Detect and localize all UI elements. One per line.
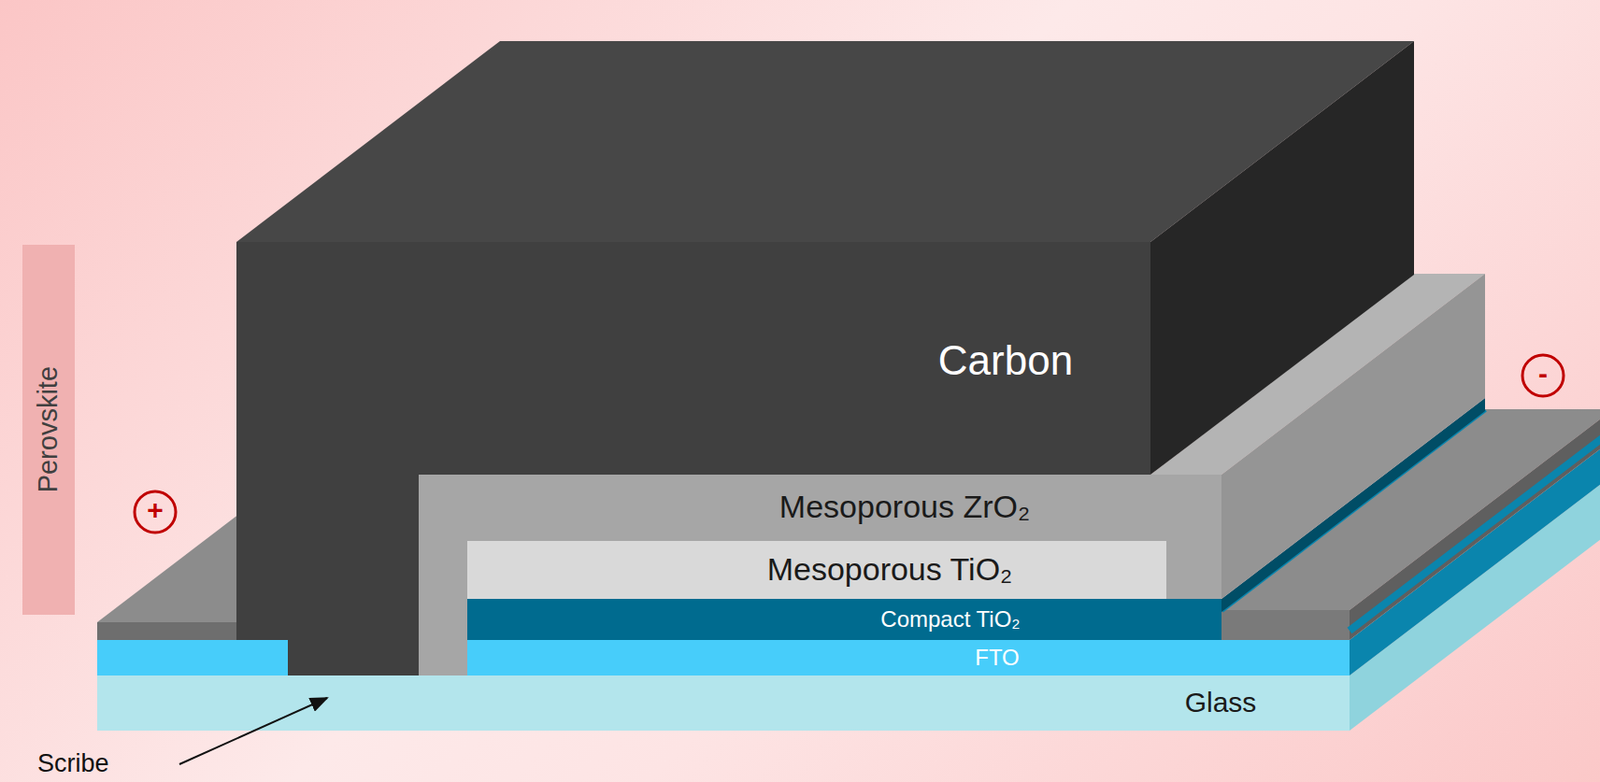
fto-layer: FTO: [967, 642, 1028, 673]
tio2-layer: Mesoporous TiO₂: [759, 549, 1021, 590]
layer-label: -: [1538, 357, 1548, 391]
glass-front: [97, 675, 1350, 731]
fto-left: [97, 640, 288, 676]
perovskite-band: [22, 244, 75, 615]
layer-label: Carbon: [938, 337, 1073, 386]
terminal-circle: [1522, 355, 1564, 397]
compact-front: [467, 599, 1222, 641]
layer-label: Mesoporous TiO₂: [767, 551, 1014, 588]
perovskite-band: Perovskite: [22, 244, 75, 615]
compact-layer: Compact TiO₂: [872, 604, 1028, 635]
layer-label: Compact TiO₂: [880, 606, 1020, 633]
terminal-sign: +: [134, 489, 176, 531]
layer-label: Glass: [1185, 686, 1258, 720]
carbon-front: [236, 242, 1151, 676]
layer-label: FTO: [974, 644, 1020, 672]
carbon-layer: Carbon: [930, 335, 1081, 387]
layer-label: Mesoporous ZrO₂: [779, 488, 1030, 526]
terminal-circle: [134, 491, 176, 533]
ledge-front: [1221, 610, 1350, 641]
leader-line: [179, 698, 328, 765]
terminal-sign: -: [1522, 353, 1564, 395]
fto-right: [467, 640, 1350, 676]
meso-tio2-front: [467, 541, 1167, 600]
ledge-front: [97, 622, 237, 641]
layer-label: Perovskite: [32, 366, 64, 493]
glass-layer: Glass: [1177, 685, 1265, 722]
carbon-side: [1150, 41, 1415, 475]
layer-label: +: [146, 494, 164, 528]
zro2-front: [418, 474, 1222, 676]
scribe-label: Scribe: [37, 749, 110, 779]
zro2-layer: Mesoporous ZrO₂: [771, 486, 1038, 528]
